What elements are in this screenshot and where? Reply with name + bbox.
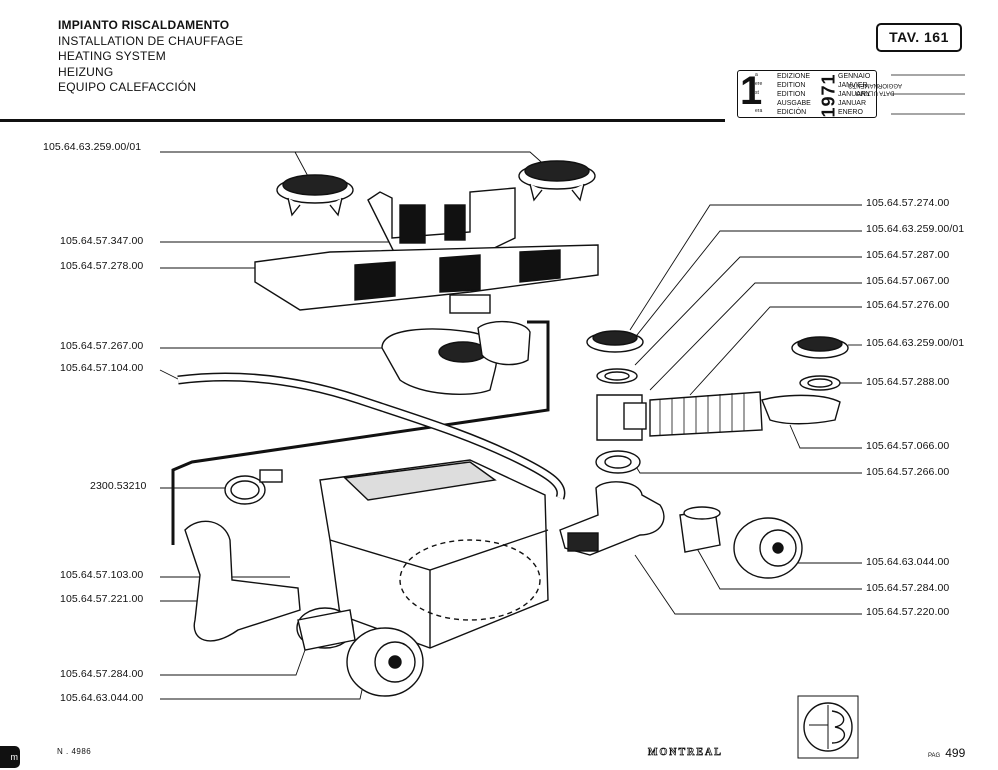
right-y-duct [559,481,665,556]
vent-top-left [276,174,354,217]
edition-month: JANUARY [838,91,871,98]
edition-number: 1 [740,69,763,113]
alfa-romeo-logo-icon [797,695,859,759]
left-y-duct [184,520,301,642]
left-blower [346,627,424,697]
title-line-de: HEIZUNG [58,64,114,79]
table-number-badge: TAV. 161 [876,23,962,52]
brand-wordmark: MONTREAL [648,747,723,759]
part-label-left: 105.64.57.267.00 [60,340,144,352]
right-vent-small [586,330,644,353]
part-label-right: 105.64.57.067.00 [866,275,950,287]
edition-label: AUSGABE [777,100,811,107]
update-lines [891,74,965,115]
edition-suffix: ere [755,81,763,87]
part-label-right: 105.64.57.276.00 [866,299,950,311]
right-sleeve [679,506,721,553]
outlet-nozzle [761,394,841,425]
parts-artwork [177,160,849,697]
part-label-right: 105.64.57.066.00 [866,440,950,452]
part-label-right: 105.64.57.220.00 [866,606,950,618]
edition-month: JANVIER [838,82,868,89]
part-label-right: 105.64.57.274.00 [866,197,950,209]
vent-top-right [518,160,596,202]
part-label-right: 105.64.57.287.00 [866,249,950,261]
part-label-left: 105.64.57.278.00 [60,260,144,272]
hose-clip [224,469,283,505]
part-label-right: 105.64.57.288.00 [866,376,950,388]
edition-block: 1 a ere st era EDIZIONE EDITION EDITION … [737,68,965,120]
left-sleeve [296,607,356,651]
lower-manifold [254,244,599,314]
title-line-es: EQUIPO CALEFACCIÓN [58,80,197,95]
title-line-en: HEATING SYSTEM [58,49,166,64]
part-label-left: 105.64.63.259.00/01 [43,141,142,153]
part-label-right: 105.64.63.259.00/01 [866,223,965,235]
right-blower [733,517,803,579]
edition-label: EDITION [777,82,806,89]
title-line-it: IMPIANTO RISCALDAMENTO [58,18,230,32]
page-title-block: IMPIANTO RISCALDAMENTO INSTALLATION DE C… [58,18,243,96]
edition-suffix: era [755,108,763,114]
edition-frame [737,70,877,118]
far-right-vent [791,336,849,359]
scroll-housing [381,321,531,395]
header-rule [0,119,725,122]
part-label-left: 105.64.57.104.00 [60,362,144,374]
part-label-right: 105.64.63.259.00/01 [866,337,965,349]
page-number-value: 499 [945,746,966,760]
drawing-number: N . 4986 [57,747,92,756]
upper-duct [367,187,516,255]
part-label-left: 105.64.57.284.00 [60,668,144,680]
t-fitting [596,394,647,441]
edition-month: ENERO [838,109,863,116]
edition-label: EDICIÓN [777,109,807,116]
part-label-right: 105.64.63.044.00 [866,556,950,568]
part-label-left: 105.64.57.347.00 [60,235,144,247]
part-label-left: 105.64.63.044.00 [60,692,144,704]
edition-month: GENNAIO [838,73,871,80]
heater-box [319,459,549,649]
edition-label: EDIZIONE [777,73,811,80]
page-number: PAG 499 [928,746,965,760]
part-label-right: 105.64.57.284.00 [866,582,950,594]
edition-suffix: a [755,72,758,78]
edition-months: GENNAIO JANVIER JANUARY JANUAR ENERO [838,72,871,117]
corrugated-hose [649,391,763,437]
part-label-left: 2300.53210 [90,480,147,492]
corner-tab: m [0,746,20,768]
page-label: PAG [928,753,941,759]
leader-lines [159,151,862,700]
part-label-left: 105.64.57.221.00 [60,593,144,605]
edition-labels: EDIZIONE EDITION EDITION AUSGABE EDICIÓN [777,72,811,117]
title-line-fr: INSTALLATION DE CHAUFFAGE [58,33,244,48]
part-label-left: 105.64.57.103.00 [60,569,144,581]
edition-suffix: st [755,90,759,96]
edition-label: EDITION [777,91,806,98]
part-label-right: 105.64.57.266.00 [866,466,950,478]
edition-month: JANUAR [838,100,867,107]
flow-lines [171,320,550,545]
